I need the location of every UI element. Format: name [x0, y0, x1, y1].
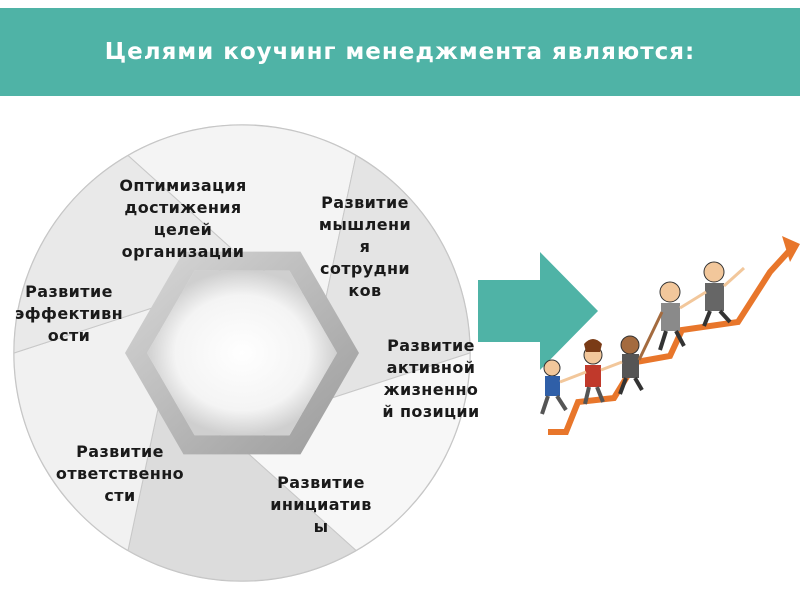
arrow-shape [478, 252, 598, 370]
segment-label: Оптимизация достижения целей организации [119, 176, 247, 261]
diagram-segment [323, 154, 471, 402]
segment-label: Развитие мышлени я сотрудни ков [318, 193, 412, 300]
climbing-figures [540, 261, 746, 415]
segment-label: Развитие эффективн ости [14, 282, 124, 345]
diagram-segment [241, 352, 471, 552]
inner-hexagon [147, 270, 337, 436]
segment-label: Развитие активной жизненно й позиции [382, 336, 480, 421]
segment-label: Развитие инициатив ы [270, 473, 372, 536]
page-title: Целями коучинг менеджмента являются: [104, 39, 696, 65]
header-banner: Целями коучинг менеджмента являются: [0, 8, 800, 96]
growth-line [548, 247, 793, 435]
growth-arrowhead [782, 236, 800, 262]
diagram-segment [13, 154, 243, 354]
segment-label: Развитие ответственно сти [55, 442, 185, 505]
diagram-segment [13, 304, 161, 552]
